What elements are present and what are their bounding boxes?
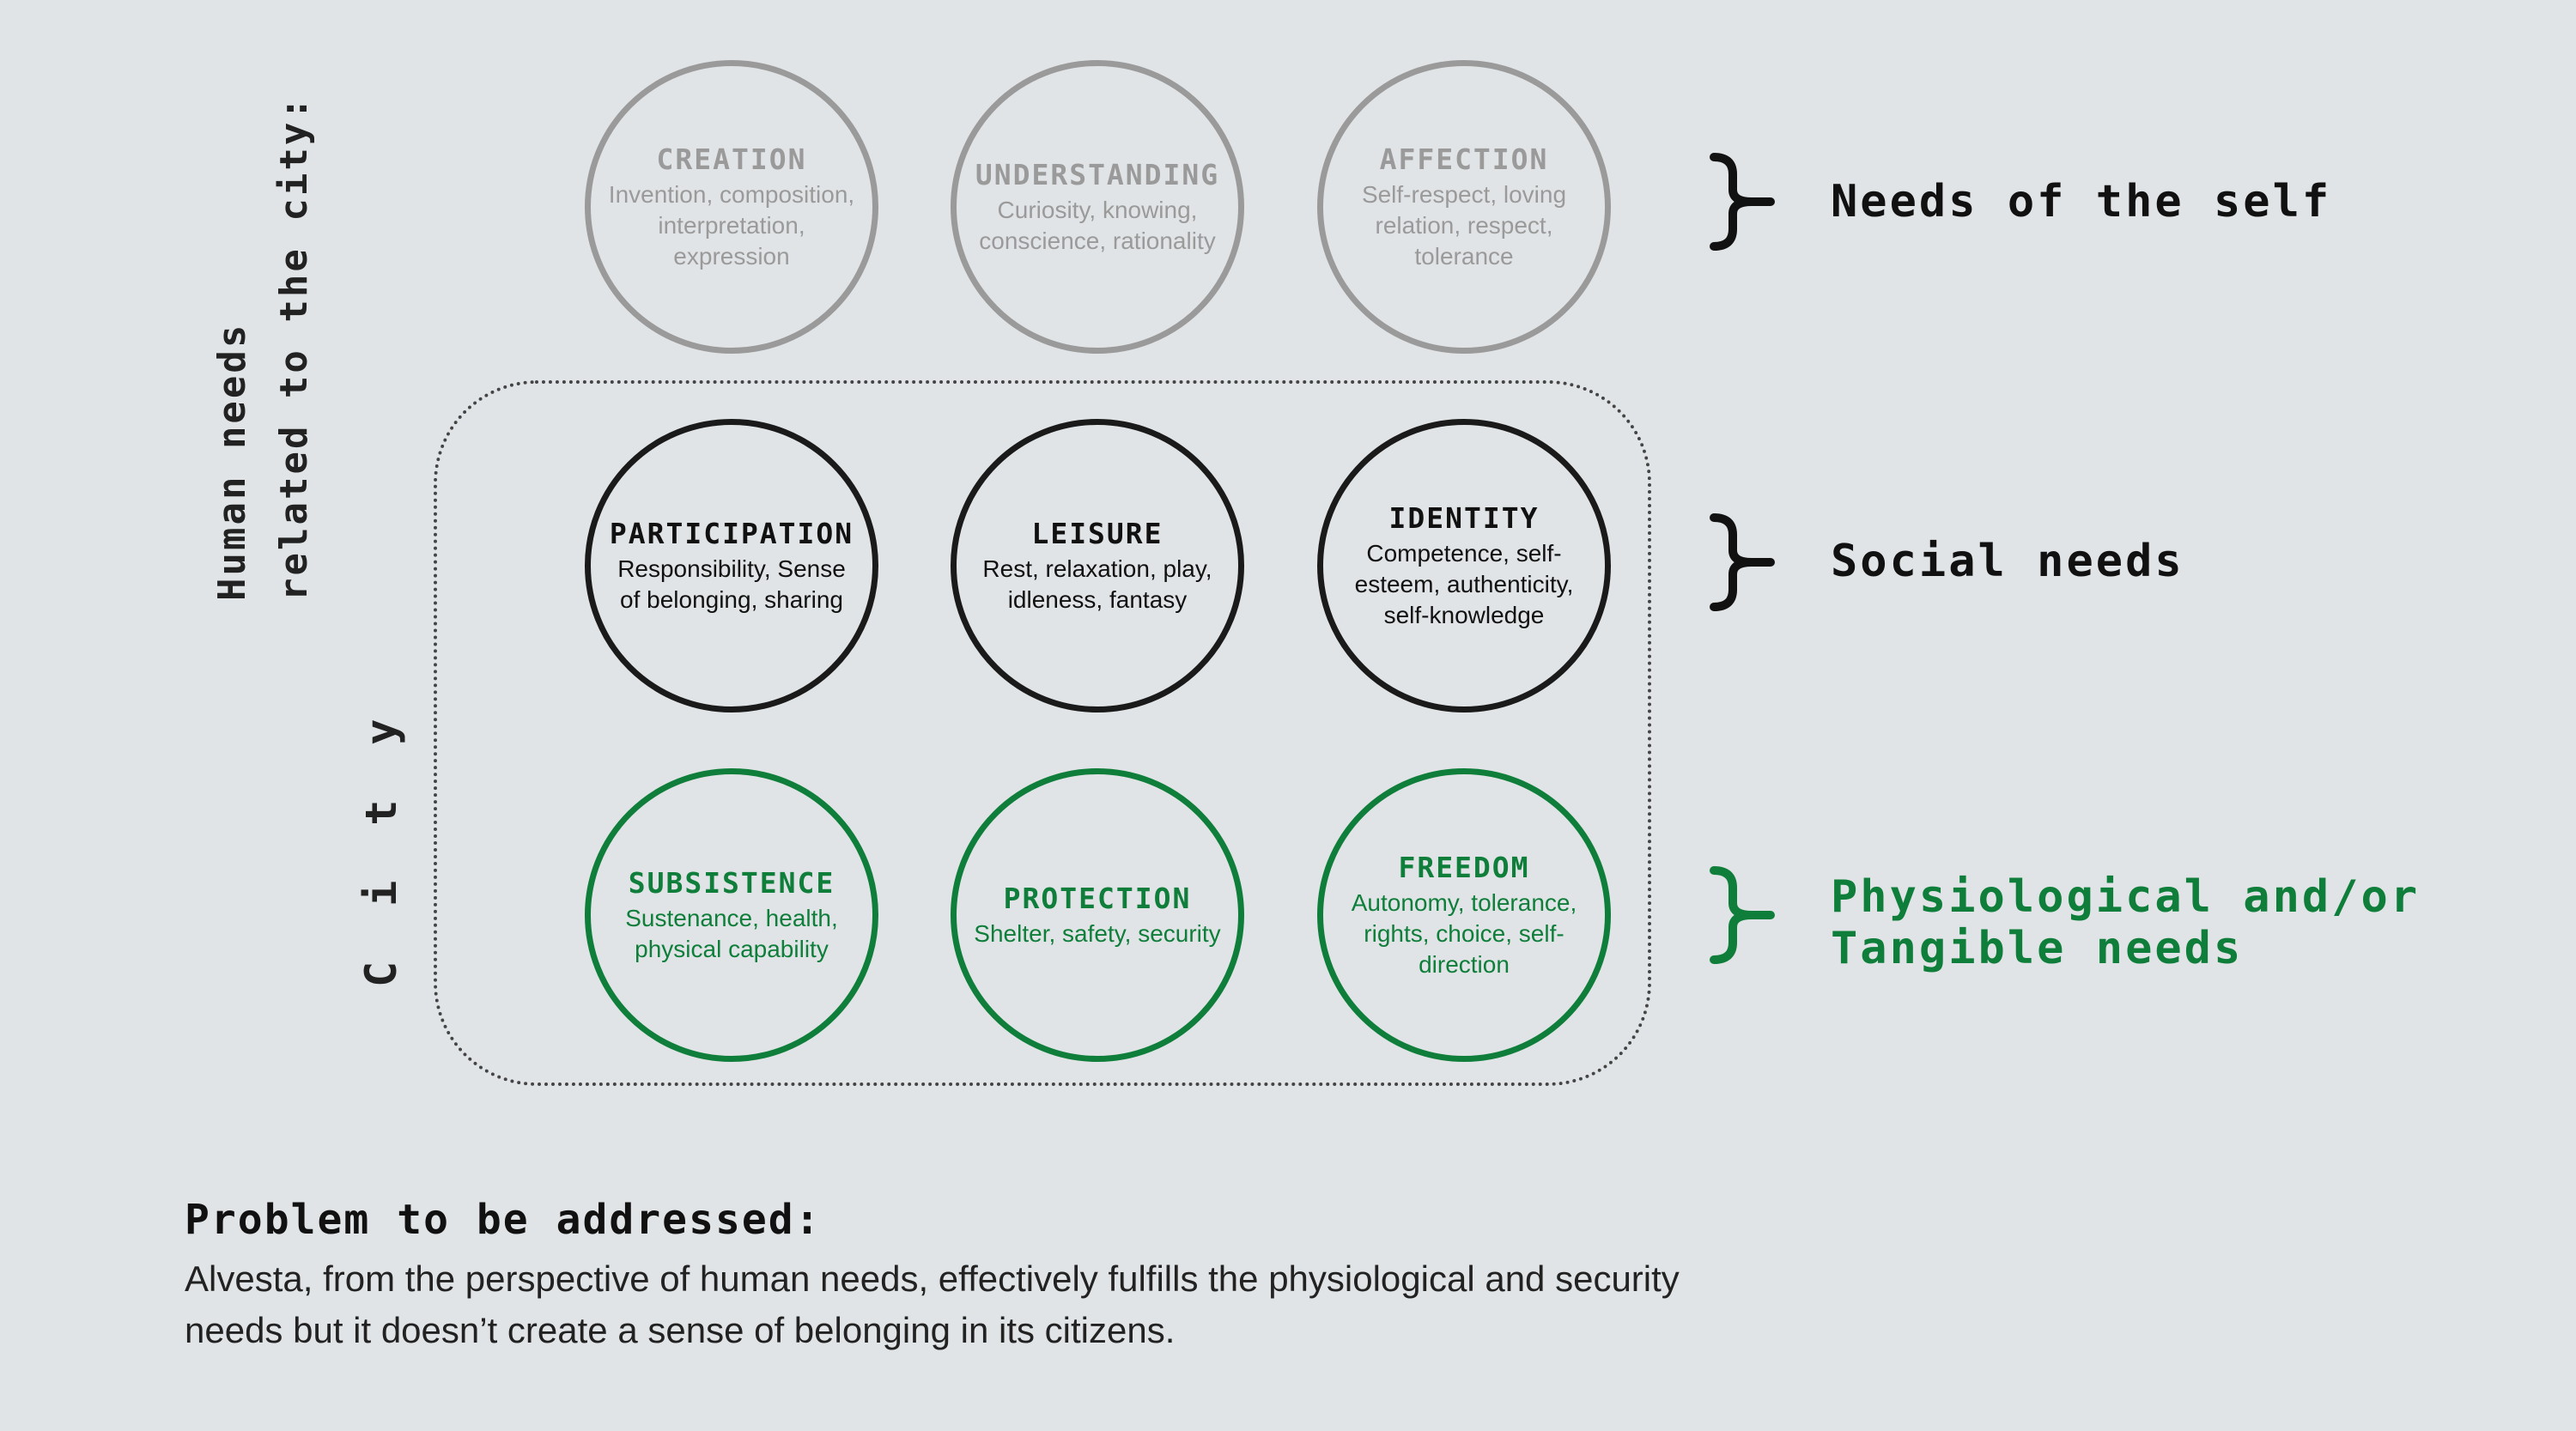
need-circle-creation: CREATION Invention, composition, interpr… — [585, 60, 878, 354]
need-description: Curiosity, knowing, conscience, rational… — [979, 196, 1216, 254]
need-description: Sustenance, health, physical capability — [625, 904, 838, 962]
group-label-line: Needs of the self — [1831, 176, 2332, 227]
need-circle-affection: AFFECTION Self-respect, loving relation,… — [1317, 60, 1611, 354]
group-label-physiological: Physiological and/or Tangible needs — [1831, 871, 2420, 974]
need-title: PROTECTION — [1003, 881, 1192, 915]
brace-icon — [1710, 153, 1775, 251]
problem-title: Problem to be addressed: — [185, 1196, 822, 1244]
need-description: Competence, self-esteem, authenticity, s… — [1354, 539, 1574, 628]
need-circle-identity: IDENTITY Competence, self-esteem, authen… — [1317, 419, 1611, 712]
need-description: Responsibility, Sense of belonging, shar… — [617, 555, 846, 613]
group-label-social: Social needs — [1831, 536, 2184, 587]
need-circle-participation: PARTICIPATION Responsibility, Sense of b… — [585, 419, 878, 712]
need-circle-freedom: FREEDOM Autonomy, tolerance, rights, cho… — [1317, 768, 1611, 1062]
city-boundary — [434, 380, 1651, 1086]
need-title: SUBSISTENCE — [628, 865, 835, 900]
need-description: Invention, composition, interpretation, … — [608, 180, 855, 270]
city-label: City — [356, 664, 406, 987]
need-description: Self-respect, loving relation, respect, … — [1361, 180, 1567, 270]
axis-title: Human needs related to the city: — [202, 69, 325, 601]
brace-icon — [1710, 866, 1775, 964]
need-description: Rest, relaxation, play, idleness, fantas… — [982, 555, 1212, 613]
need-circle-protection: PROTECTION Shelter, safety, security — [951, 768, 1244, 1062]
axis-title-line-1: Human needs — [210, 322, 254, 601]
group-label-self: Needs of the self — [1831, 176, 2331, 227]
need-title: AFFECTION — [1379, 142, 1549, 176]
problem-text: Alvesta, from the perspective of human n… — [185, 1258, 1680, 1350]
group-label-line: Physiological and/or — [1831, 871, 2421, 923]
group-label-line: Tangible needs — [1831, 923, 2244, 974]
axis-title-line-2: related to the city: — [272, 94, 316, 601]
need-description: Autonomy, tolerance, rights, choice, sel… — [1351, 888, 1577, 978]
need-title: IDENTITY — [1388, 500, 1540, 535]
need-description: Shelter, safety, security — [974, 919, 1221, 947]
need-title: PARTICIPATION — [609, 516, 854, 550]
group-label-line: Social needs — [1831, 536, 2184, 587]
need-circle-understanding: UNDERSTANDING Curiosity, knowing, consci… — [951, 60, 1244, 354]
need-title: CREATION — [656, 142, 807, 176]
brace-icon — [1710, 513, 1775, 611]
need-title: UNDERSTANDING — [975, 157, 1220, 191]
need-circle-leisure: LEISURE Rest, relaxation, play, idleness… — [951, 419, 1244, 712]
need-title: LEISURE — [1031, 516, 1163, 550]
need-title: FREEDOM — [1398, 850, 1530, 884]
need-circle-subsistence: SUBSISTENCE Sustenance, health, physical… — [585, 768, 878, 1062]
